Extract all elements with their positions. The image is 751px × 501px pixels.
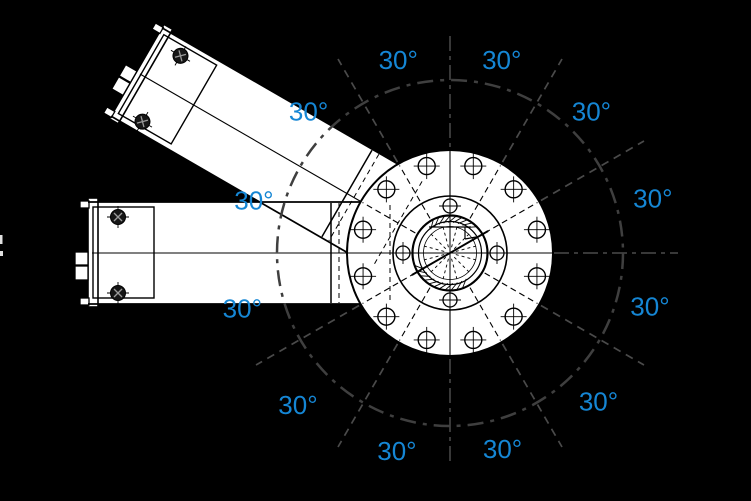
angle-label: 30° bbox=[633, 184, 672, 214]
bolt-hole bbox=[460, 153, 487, 180]
sweep-circle bbox=[275, 78, 625, 428]
arm-position-0deg bbox=[70, 197, 361, 308]
angle-label: 30° bbox=[483, 434, 522, 464]
positioner-arm-outlines bbox=[70, 22, 399, 308]
center-bore bbox=[404, 207, 496, 299]
bolt-hole bbox=[523, 216, 550, 243]
arm-position-30deg bbox=[102, 22, 399, 254]
rotation-ray bbox=[501, 343, 563, 448]
angle-label: 30° bbox=[223, 294, 262, 324]
bolt-hole bbox=[350, 263, 377, 290]
rotation-ray bbox=[501, 58, 563, 163]
bolt-hole bbox=[413, 153, 440, 180]
angle-label: 30° bbox=[572, 97, 611, 127]
panel-screw bbox=[170, 46, 191, 66]
bolt-hole bbox=[413, 326, 440, 353]
rotation-ray bbox=[337, 343, 399, 448]
rotation-ray bbox=[337, 58, 399, 163]
angle-label: 30° bbox=[278, 390, 317, 420]
flange-face-details bbox=[345, 148, 555, 358]
angle-label: 30° bbox=[377, 436, 416, 466]
angle-label: 30° bbox=[289, 97, 328, 127]
bolt-hole bbox=[373, 303, 400, 330]
angle-label: 30° bbox=[379, 45, 418, 75]
bolt-hole bbox=[500, 176, 527, 203]
bolt-hole bbox=[460, 326, 487, 353]
rotation-angle-rays bbox=[255, 36, 678, 466]
rotation-ray bbox=[540, 304, 645, 366]
angle-label: 30° bbox=[482, 45, 521, 75]
edge-centerline-ticks bbox=[0, 235, 3, 256]
bolt-hole bbox=[523, 263, 550, 290]
angle-label: 30° bbox=[234, 185, 273, 215]
edge-tick bbox=[0, 235, 3, 244]
rotation-sweep-circle bbox=[275, 78, 625, 428]
panel-screw bbox=[107, 206, 129, 228]
rotation-ray bbox=[540, 140, 645, 202]
angle-label: 30° bbox=[630, 292, 669, 322]
angle-labels: 30° 30° 30° 30° 30° 30° 30° 30° 30° 30° 30° 30° bbox=[223, 45, 673, 466]
panel-screw bbox=[132, 111, 153, 132]
bolt-hole bbox=[500, 303, 527, 330]
bolt-hole bbox=[373, 176, 400, 203]
angle-label: 30° bbox=[579, 386, 618, 416]
rotation-ray bbox=[255, 304, 360, 366]
bolt-hole bbox=[350, 216, 377, 243]
edge-tick bbox=[0, 251, 3, 256]
panel-screw bbox=[107, 282, 129, 304]
